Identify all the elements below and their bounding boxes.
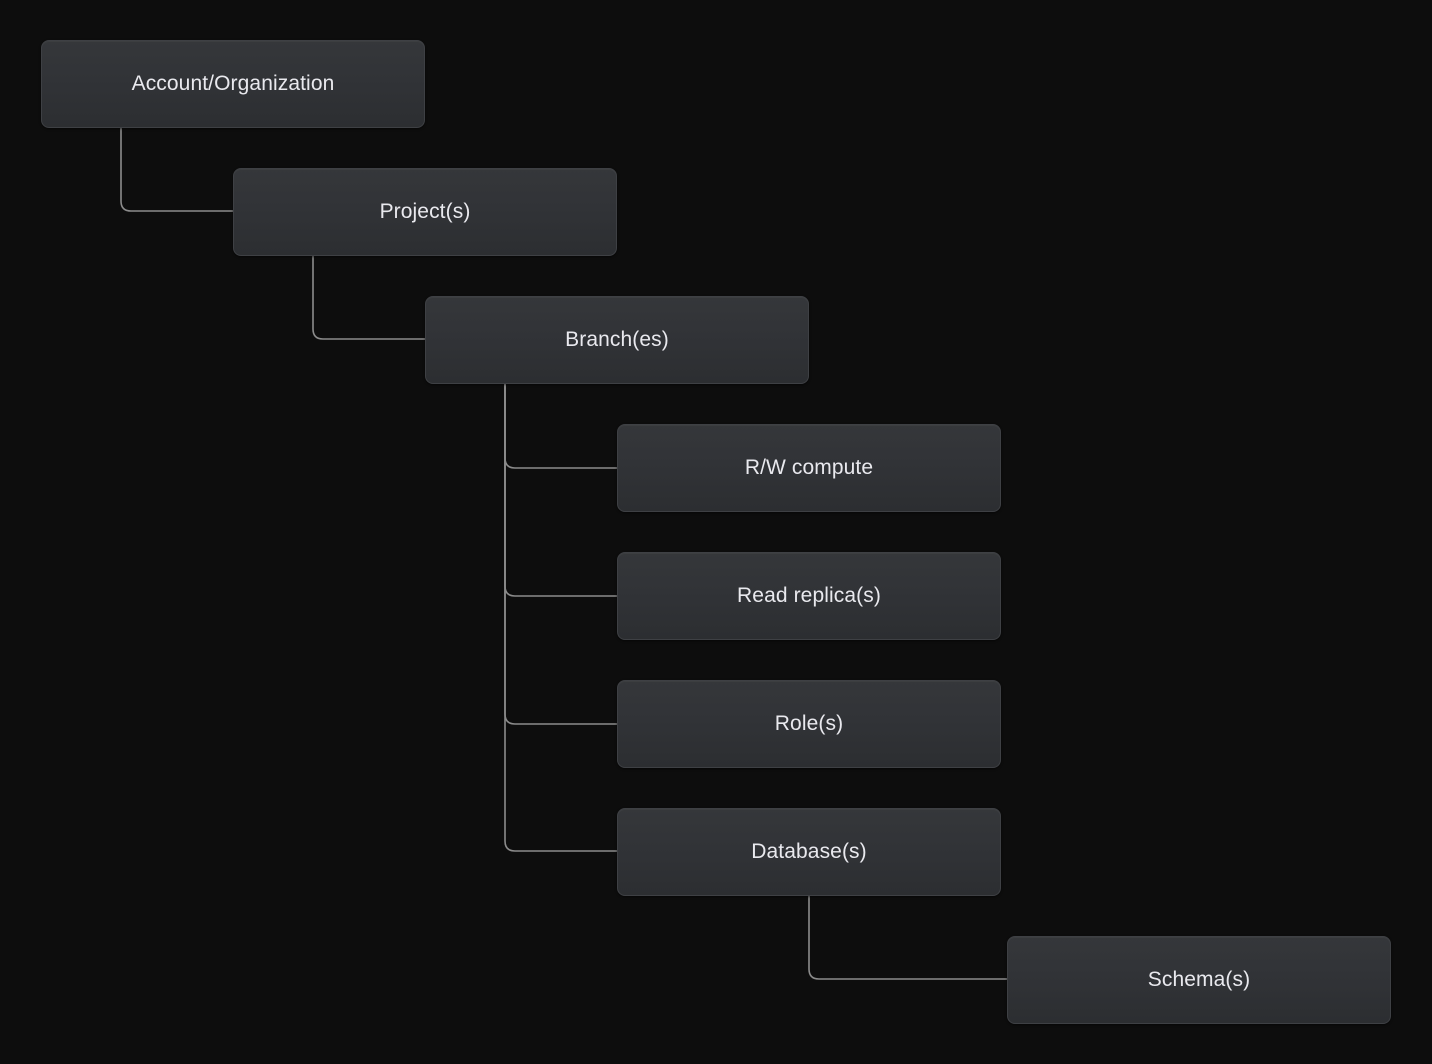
edge-project-branch xyxy=(312,256,425,340)
edge-branch-rwcompute xyxy=(504,384,617,469)
edge-database-schema xyxy=(808,896,1007,980)
node-role[interactable]: Role(s) xyxy=(617,680,1001,768)
edge-branch-role xyxy=(504,384,617,725)
node-label-database: Database(s) xyxy=(751,840,867,864)
edge-branch-readreplica xyxy=(504,384,617,597)
node-project[interactable]: Project(s) xyxy=(233,168,617,256)
node-label-read-replica: Read replica(s) xyxy=(737,584,881,608)
node-account[interactable]: Account/Organization xyxy=(41,40,425,128)
node-schema[interactable]: Schema(s) xyxy=(1007,936,1391,1024)
node-database[interactable]: Database(s) xyxy=(617,808,1001,896)
edge-account-project xyxy=(120,128,233,212)
node-label-project: Project(s) xyxy=(379,200,471,224)
node-rw-compute[interactable]: R/W compute xyxy=(617,424,1001,512)
node-label-role: Role(s) xyxy=(774,712,844,736)
node-label-account: Account/Organization xyxy=(131,72,335,96)
node-label-schema: Schema(s) xyxy=(1147,968,1251,992)
node-read-replica[interactable]: Read replica(s) xyxy=(617,552,1001,640)
node-label-rw-compute: R/W compute xyxy=(744,456,874,480)
edge-branch-database xyxy=(504,384,617,852)
node-label-branch: Branch(es) xyxy=(565,328,669,352)
node-branch[interactable]: Branch(es) xyxy=(425,296,809,384)
